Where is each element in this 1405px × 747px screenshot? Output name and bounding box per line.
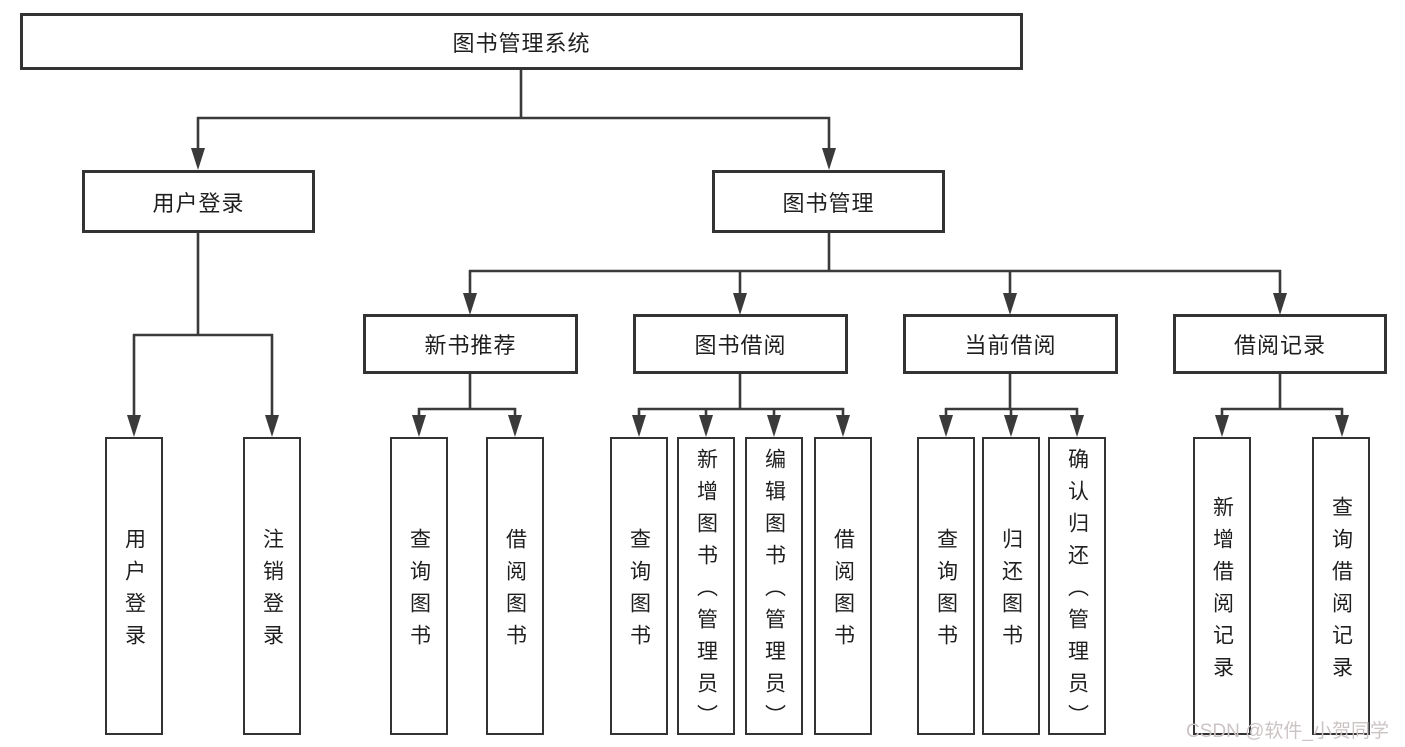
leaf-return-book-label: 归还图书	[999, 527, 1023, 656]
leaf-add-book-admin: 新增图书（管理员）	[677, 437, 735, 736]
node-new-book-recommend: 新书推荐	[363, 314, 578, 374]
node-root-label: 图书管理系统	[452, 30, 591, 56]
node-book-management: 图书管理	[712, 170, 945, 233]
leaf-edit-book-admin-label: 编辑图书（管理员）	[762, 447, 786, 736]
leaf-borrow-books-label: 借阅图书	[831, 527, 855, 656]
node-current-borrow: 当前借阅	[903, 314, 1118, 374]
leaf-edit-book-admin: 编辑图书（管理员）	[745, 437, 803, 736]
leaf-query-books-current: 查询图书	[917, 437, 975, 735]
leaf-query-borrow-record: 查询借阅记录	[1312, 437, 1370, 735]
node-root: 图书管理系统	[20, 13, 1023, 70]
leaf-borrow-books-recommend: 借阅图书	[486, 437, 544, 735]
leaf-logout: 注销登录	[243, 437, 301, 735]
leaf-query-books-current-label: 查询图书	[934, 527, 958, 656]
leaf-query-books-recommend-label: 查询图书	[407, 527, 431, 656]
node-current-borrow-label: 当前借阅	[964, 333, 1057, 358]
leaf-logout-label: 注销登录	[260, 527, 284, 656]
leaf-return-book: 归还图书	[982, 437, 1040, 735]
leaf-add-borrow-record: 新增借阅记录	[1193, 437, 1251, 735]
node-book-management-label: 图书管理	[782, 190, 875, 216]
leaf-add-borrow-record-label: 新增借阅记录	[1210, 495, 1234, 688]
node-user-login: 用户登录	[82, 170, 315, 233]
leaf-borrow-books: 借阅图书	[814, 437, 872, 735]
leaf-add-book-admin-label: 新增图书（管理员）	[694, 447, 718, 736]
node-user-login-label: 用户登录	[152, 190, 245, 216]
leaf-query-books-borrow-label: 查询图书	[627, 527, 651, 656]
node-book-borrow: 图书借阅	[633, 314, 848, 374]
leaf-query-books-borrow: 查询图书	[610, 437, 668, 735]
node-borrow-records: 借阅记录	[1173, 314, 1387, 374]
leaf-user-login: 用户登录	[105, 437, 163, 735]
leaf-user-login-label: 用户登录	[122, 527, 146, 656]
node-new-book-recommend-label: 新书推荐	[424, 333, 517, 358]
leaf-query-borrow-record-label: 查询借阅记录	[1329, 495, 1353, 688]
csdn-watermark: CSDN @软件_小贺同学	[1186, 721, 1389, 742]
leaf-confirm-return-admin: 确认归还（管理员）	[1048, 437, 1106, 736]
leaf-confirm-return-admin-label: 确认归还（管理员）	[1065, 447, 1089, 736]
leaf-borrow-books-recommend-label: 借阅图书	[503, 527, 527, 656]
node-book-borrow-label: 图书借阅	[694, 333, 787, 358]
leaf-query-books-recommend: 查询图书	[390, 437, 448, 735]
node-borrow-records-label: 借阅记录	[1233, 333, 1326, 358]
